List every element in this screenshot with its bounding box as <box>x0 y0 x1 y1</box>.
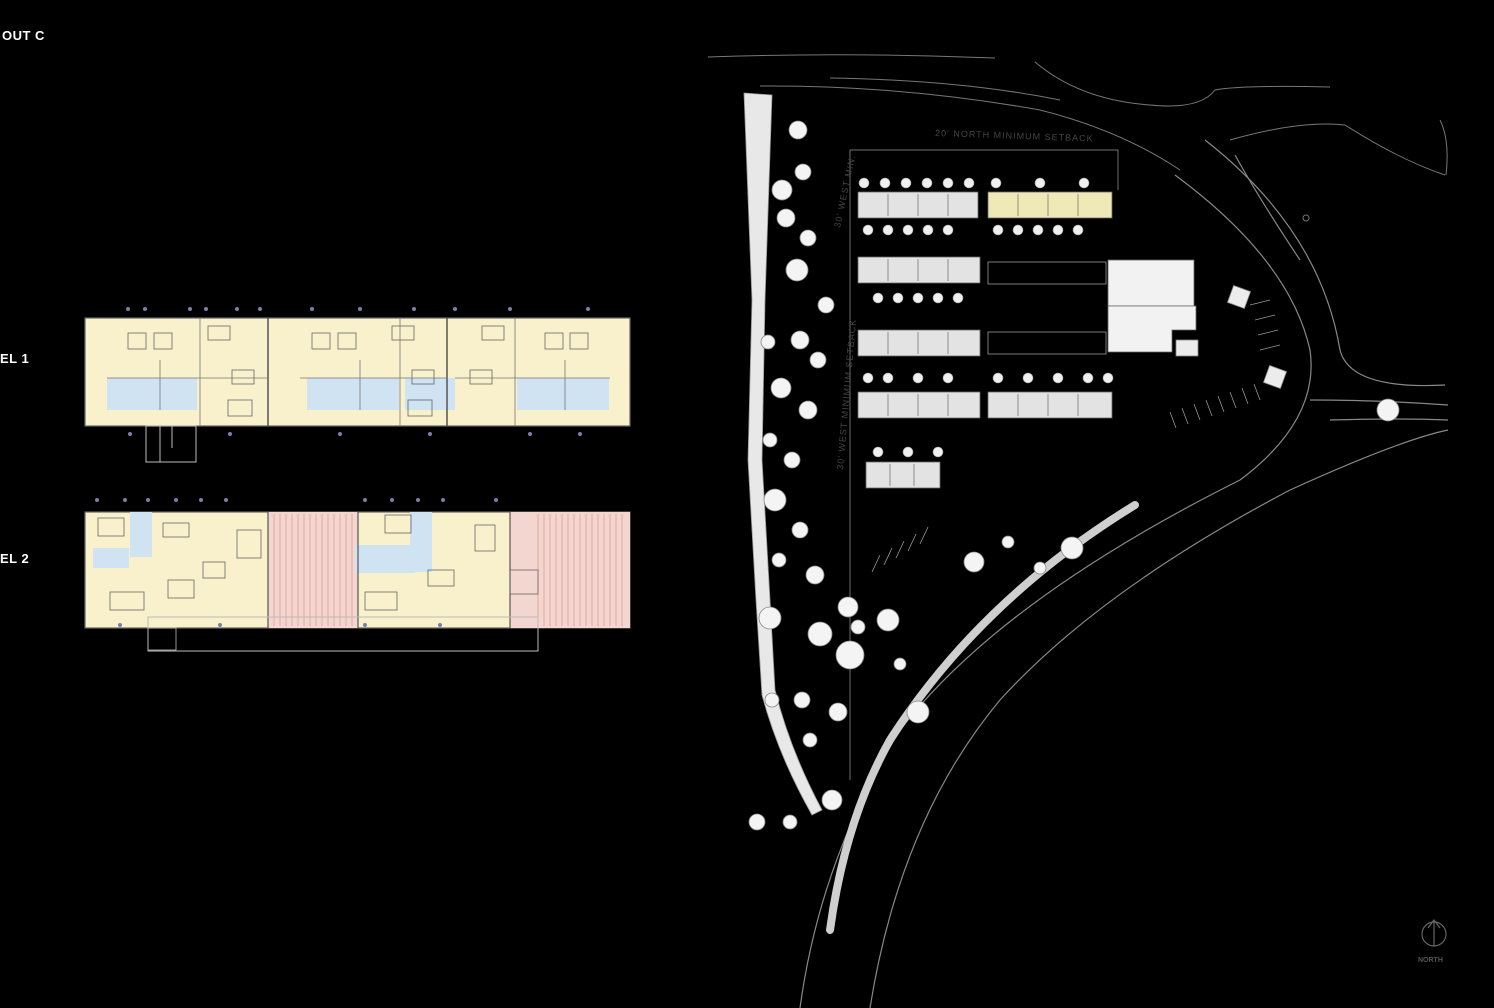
site-plan: 20' NORTH MINIMUM SETBACK 30' WEST MIN. … <box>707 54 1449 1008</box>
level-2-floor-plan <box>84 498 631 652</box>
west-setback-label-upper: 30' WEST MIN. <box>832 153 857 228</box>
level-1-label: EL 1 <box>0 351 30 366</box>
level-1-floor-plan <box>84 307 631 463</box>
north-setback-label: 20' NORTH MINIMUM SETBACK <box>935 128 1094 144</box>
west-setback-label-lower: 30' WEST MINIMUM SETBACK <box>835 318 858 470</box>
north-label: NORTH <box>1418 957 1443 964</box>
sheet-title: OUT C <box>2 28 45 43</box>
level-2-label: EL 2 <box>0 551 30 566</box>
north-arrow-icon <box>1421 919 1447 947</box>
